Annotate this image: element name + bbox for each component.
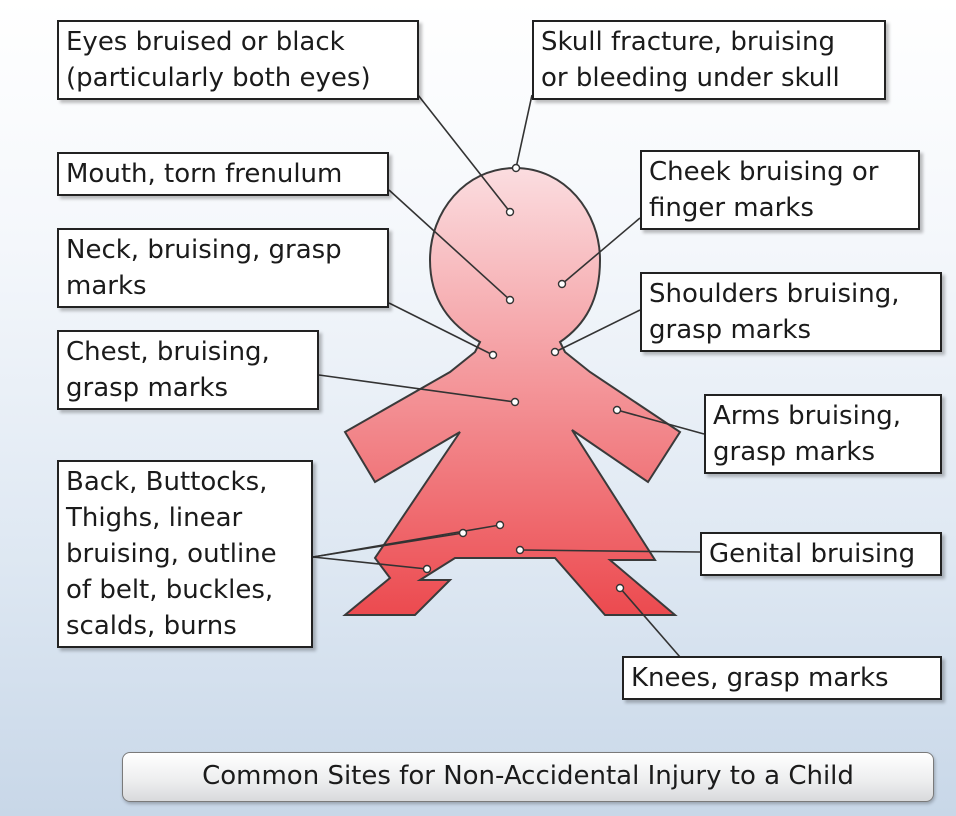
- shoulders-anchor-dot: [552, 349, 559, 356]
- genital-anchor-dot: [517, 547, 524, 554]
- neck-label: Neck, bruising, grasp marks: [57, 228, 389, 308]
- arms-label-line-2: grasp marks: [713, 434, 933, 470]
- skull-label-line-2: or bleeding under skull: [541, 60, 877, 96]
- mouth-label: Mouth, torn frenulum: [57, 152, 389, 196]
- skull-label-line-1: Skull fracture, bruising: [541, 24, 877, 60]
- back-label-line-3: bruising, outline: [66, 536, 304, 572]
- chest-label: Chest, bruising, grasp marks: [57, 330, 319, 410]
- chest-label-line-1: Chest, bruising,: [66, 334, 310, 370]
- eyes-label: Eyes bruised or black (particularly both…: [57, 20, 419, 100]
- genital-label: Genital bruising: [700, 532, 942, 576]
- knees-label-line-1: Knees, grasp marks: [631, 660, 933, 696]
- diagram-caption: Common Sites for Non-Accidental Injury t…: [122, 752, 934, 802]
- neck-anchor-dot: [490, 352, 497, 359]
- shoulders-label-line-2: grasp marks: [649, 312, 933, 348]
- genital-label-line-1: Genital bruising: [709, 536, 933, 572]
- cheek-anchor-dot: [559, 281, 566, 288]
- eyes-label-line-1: Eyes bruised or black: [66, 24, 410, 60]
- cheek-label-line-1: Cheek bruising or: [649, 154, 911, 190]
- neck-label-line-2: marks: [66, 268, 380, 304]
- back-1-anchor-dot: [497, 522, 504, 529]
- back-label-line-1: Back, Buttocks,: [66, 464, 304, 500]
- back-label-line-4: of belt, buckles,: [66, 572, 304, 608]
- neck-label-line-1: Neck, bruising, grasp: [66, 232, 380, 268]
- arms-label: Arms bruising, grasp marks: [704, 394, 942, 474]
- shoulders-label-line-1: Shoulders bruising,: [649, 276, 933, 312]
- eyes-label-line-2: (particularly both eyes): [66, 60, 410, 96]
- chest-anchor-dot: [512, 399, 519, 406]
- skull-anchor-dot: [513, 165, 520, 172]
- knees-label: Knees, grasp marks: [622, 656, 942, 700]
- chest-label-line-2: grasp marks: [66, 370, 310, 406]
- back-3-anchor-dot: [424, 566, 431, 573]
- mouth-label-line-1: Mouth, torn frenulum: [66, 156, 380, 192]
- arms-anchor-dot: [614, 407, 621, 414]
- knees-anchor-dot: [617, 585, 624, 592]
- back-label-line-2: Thighs, linear: [66, 500, 304, 536]
- child-silhouette: [345, 168, 680, 615]
- cheek-label-line-2: finger marks: [649, 190, 911, 226]
- back-label-line-5: scalds, burns: [66, 608, 304, 644]
- back-buttocks-label: Back, Buttocks, Thighs, linear bruising,…: [57, 460, 313, 648]
- arms-label-line-1: Arms bruising,: [713, 398, 933, 434]
- cheek-label: Cheek bruising or finger marks: [640, 150, 920, 230]
- mouth-anchor-dot: [507, 297, 514, 304]
- skull-label: Skull fracture, bruising or bleeding und…: [532, 20, 886, 100]
- skull-leader-line: [516, 95, 532, 168]
- back-2-anchor-dot: [460, 530, 467, 537]
- shoulders-label: Shoulders bruising, grasp marks: [640, 272, 942, 352]
- eyes-anchor-dot: [507, 209, 514, 216]
